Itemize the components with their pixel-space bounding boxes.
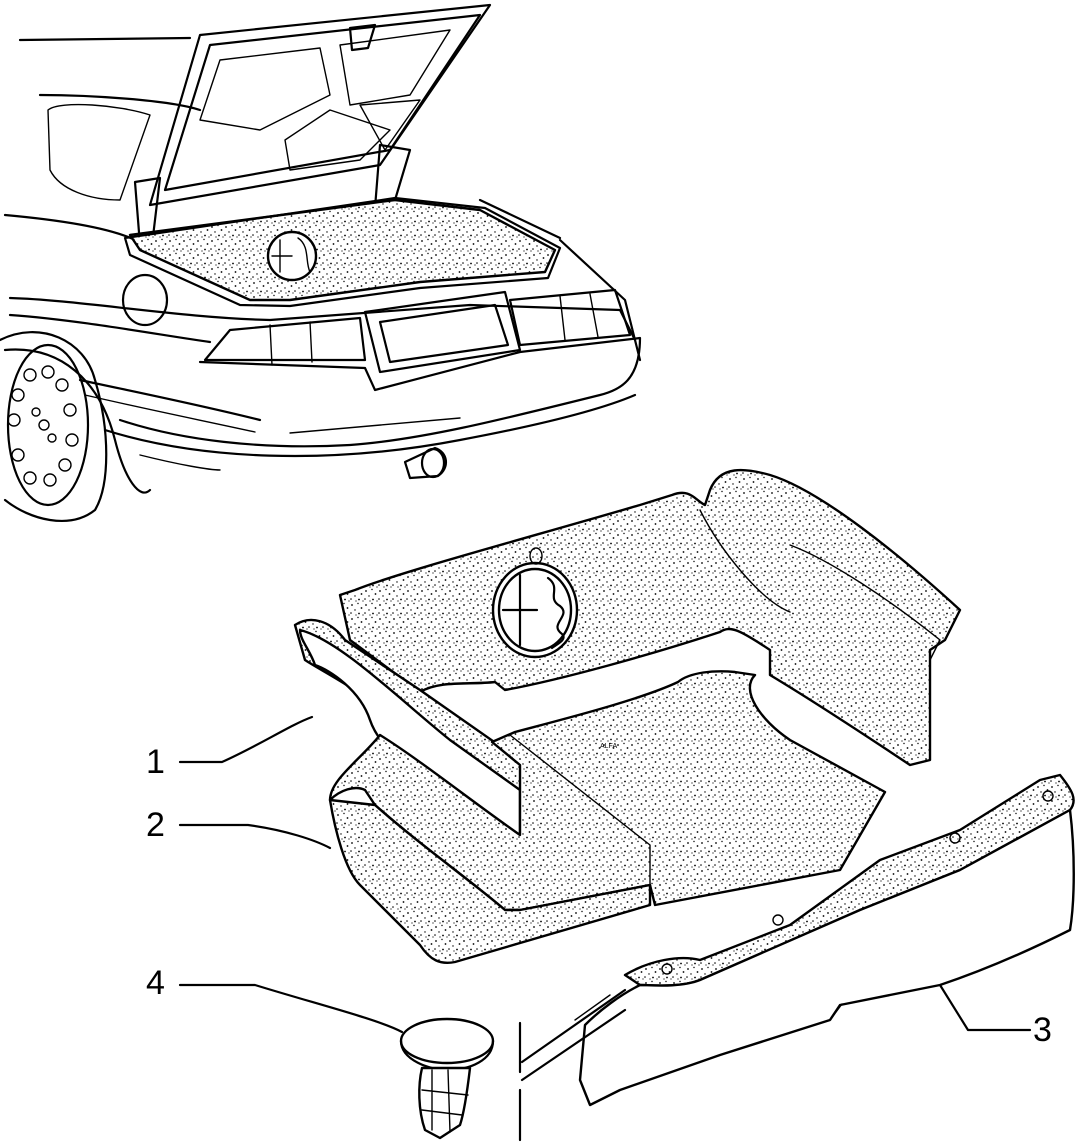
callout-label-3: 3 [1033, 1011, 1052, 1049]
svg-text:ALFA: ALFA [600, 743, 617, 750]
trunk-lining-icon [293, 468, 962, 842]
callout-label-1: 1 [146, 743, 165, 781]
callout-label-4: 4 [146, 964, 165, 1002]
floor-mat-icon: ALFA [328, 670, 887, 964]
leader-lines [178, 715, 1032, 1034]
leader-line-3 [938, 983, 1032, 1032]
leader-line-2 [178, 823, 332, 850]
car-rear-icon [0, 3, 642, 522]
side-panel-icon [518, 773, 1075, 1142]
push-clip-icon [399, 1017, 495, 1140]
callout-label-2: 2 [146, 806, 165, 844]
leader-line-4 [178, 983, 404, 1034]
leader-line-1 [178, 715, 314, 764]
